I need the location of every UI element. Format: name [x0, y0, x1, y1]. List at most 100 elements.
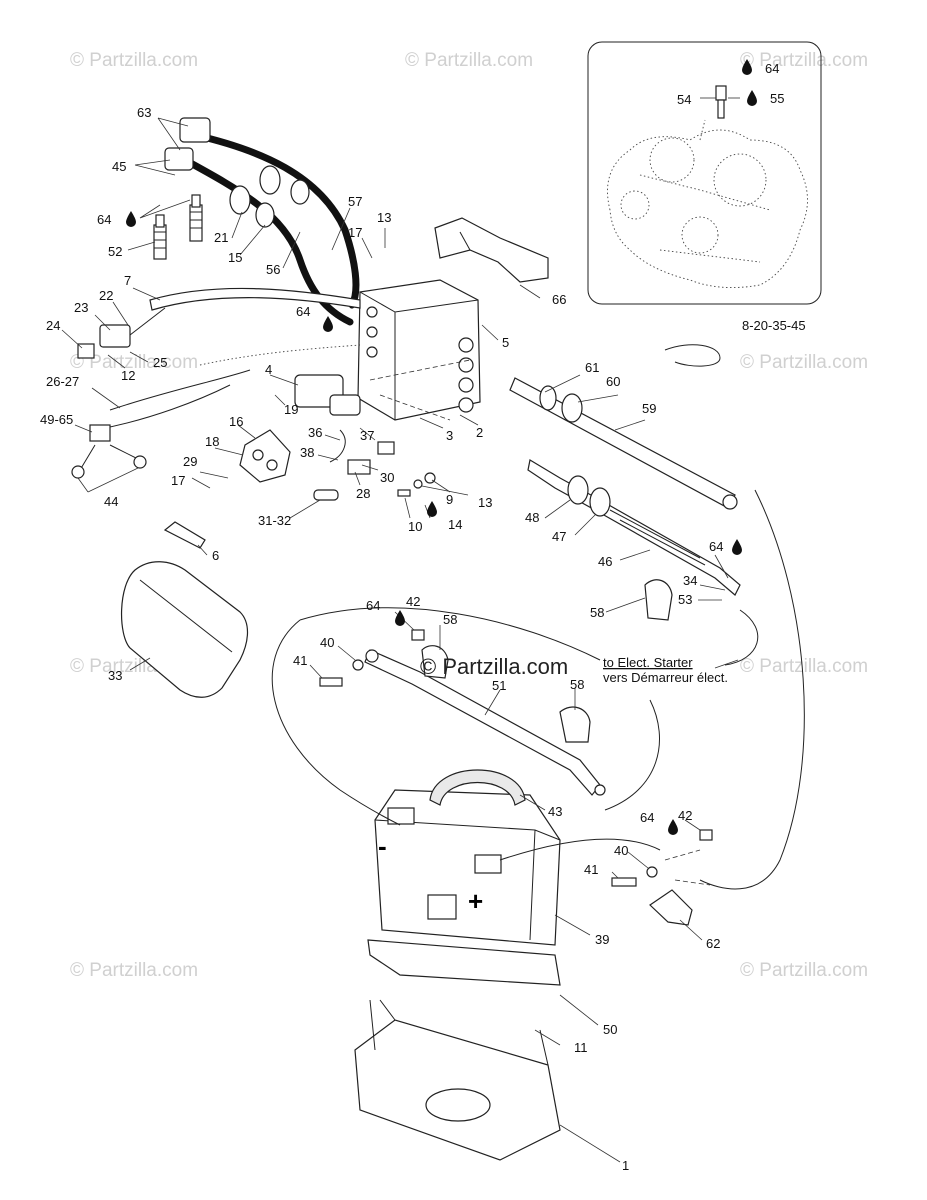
- fuse-holder: [89, 424, 111, 442]
- callout: 42: [406, 594, 420, 609]
- callout: 2: [476, 425, 483, 440]
- starter-solenoid: [239, 429, 291, 483]
- battery: [374, 769, 561, 946]
- callout: 13: [478, 495, 492, 510]
- lubricant-drop-icon: [323, 316, 333, 332]
- lubricant-drop-icons: [126, 59, 757, 835]
- callout: 8-20-35-45: [742, 318, 806, 333]
- callout: 52: [108, 244, 122, 259]
- ignition-wires: [153, 117, 360, 326]
- callout: 6: [212, 548, 219, 563]
- callout: 13: [377, 210, 391, 225]
- callout: 66: [552, 292, 566, 307]
- routing-line: [271, 619, 401, 826]
- terminal-cap: [421, 645, 449, 679]
- callout: 22: [99, 288, 113, 303]
- spark-plug-cap: [164, 147, 194, 171]
- callout: 36: [308, 425, 322, 440]
- callout: 64: [765, 61, 779, 76]
- wire-grommet: [290, 179, 310, 205]
- ring-terminal: [71, 465, 85, 479]
- callout: 23: [74, 300, 88, 315]
- callout: 40: [320, 635, 334, 650]
- battery-pad: [367, 939, 561, 986]
- cable-tie: [664, 344, 721, 367]
- callout: 57: [348, 194, 362, 209]
- watermark: © Partzilla.com: [740, 50, 868, 71]
- watermark: © Partzilla.com: [70, 50, 198, 71]
- callout: 21: [214, 230, 228, 245]
- lubricant-drop-icon: [395, 610, 405, 626]
- callout: 37: [360, 428, 374, 443]
- callout: 56: [266, 262, 280, 277]
- battery-strap: [429, 769, 526, 806]
- callout: 47: [552, 529, 566, 544]
- callout: 64: [366, 598, 380, 613]
- ground-cable: [509, 377, 738, 510]
- callout: 50: [603, 1022, 617, 1037]
- callout: 31-32: [258, 513, 291, 528]
- misc-small-parts: [313, 429, 436, 501]
- callout: 4: [265, 362, 272, 377]
- lubricant-drop-icon: [126, 211, 136, 227]
- battery-cable-negative: [364, 649, 606, 796]
- spark-plug-cap: [179, 117, 211, 143]
- wire-grommet: [255, 202, 275, 228]
- lubricant-drop-icon: [747, 90, 757, 106]
- watermark: © Partzilla.com: [740, 656, 868, 677]
- terminal-cap: [649, 889, 693, 926]
- routing-line: [724, 609, 759, 666]
- callout: 16: [229, 414, 243, 429]
- callout: 24: [46, 318, 60, 333]
- lubricant-drop-icon: [742, 59, 752, 75]
- callout: 64: [640, 810, 654, 825]
- engine-outline: [607, 99, 808, 289]
- routing-line: [499, 838, 661, 861]
- spark-plug: [189, 194, 203, 242]
- callout: 25: [153, 355, 167, 370]
- starter-note: to Elect. Starter vers Démarreur élect.: [603, 655, 739, 685]
- callout: 58: [443, 612, 457, 627]
- electrical-box: [357, 279, 481, 421]
- lubricant-drop-icon: [668, 819, 678, 835]
- callout: 33: [108, 668, 122, 683]
- callout: 17: [348, 225, 362, 240]
- callout: 41: [293, 653, 307, 668]
- callout: 53: [678, 592, 692, 607]
- callout: 42: [678, 808, 692, 823]
- callout: 1: [622, 1158, 629, 1173]
- center-watermark: © Partzilla.com: [420, 654, 568, 679]
- callout: 41: [584, 862, 598, 877]
- callout: 38: [300, 445, 314, 460]
- negative-terminal-mark: -: [378, 831, 387, 861]
- spark-plug: [153, 214, 167, 260]
- callout: 48: [525, 510, 539, 525]
- routing-line: [299, 607, 601, 661]
- callout: 51: [492, 678, 506, 693]
- callout: 19: [284, 402, 298, 417]
- callout: 39: [595, 932, 609, 947]
- callout: 14: [448, 517, 462, 532]
- callout: 61: [585, 360, 599, 375]
- terminal-cap: [559, 706, 591, 743]
- tool-kit-bag: [121, 521, 249, 698]
- routing-line: [604, 699, 661, 811]
- wire-nut: [259, 165, 281, 195]
- callout: 30: [380, 470, 394, 485]
- callout: 5: [502, 335, 509, 350]
- callout: 63: [137, 105, 151, 120]
- callout: 17: [171, 473, 185, 488]
- callout: 7: [124, 273, 131, 288]
- callout: 54: [677, 92, 691, 107]
- terminal-cap: [644, 579, 673, 621]
- watermark: © Partzilla.com: [740, 960, 868, 981]
- note-line-english: to Elect. Starter: [603, 655, 693, 670]
- callout: 29: [183, 454, 197, 469]
- lubricant-drop-icon: [732, 539, 742, 555]
- callout: 11: [574, 1040, 588, 1055]
- positive-terminal-mark: +: [468, 886, 483, 916]
- wiring-harness: [71, 287, 361, 479]
- callout: 62: [706, 936, 720, 951]
- callout: 40: [614, 843, 628, 858]
